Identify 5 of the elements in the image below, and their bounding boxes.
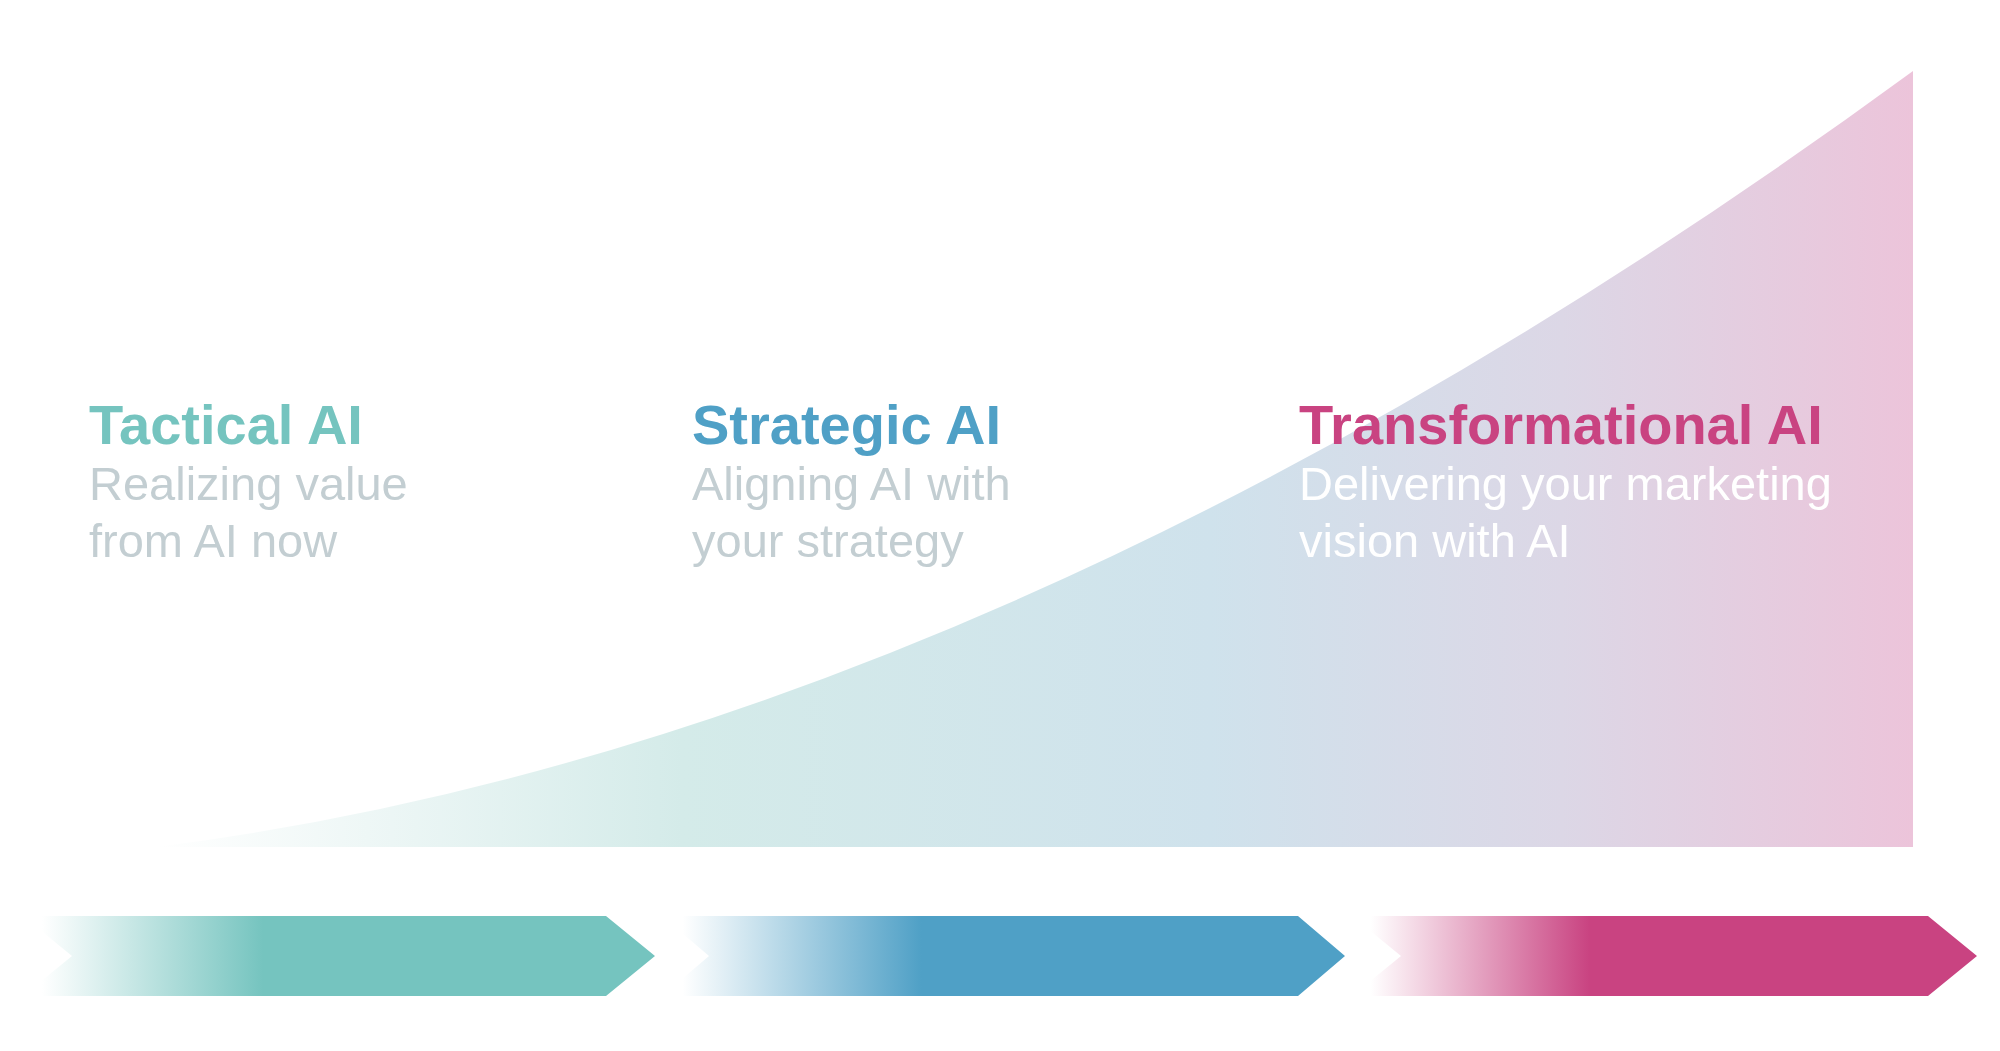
stage-heading: Strategic AI	[692, 395, 1002, 455]
stage-description: Aligning AI with your strategy	[692, 456, 1012, 569]
stage-description: Realizing value from AI now	[89, 456, 409, 569]
stage-heading: Tactical AI	[89, 395, 363, 455]
stage-heading: Transformational AI	[1299, 395, 1823, 455]
